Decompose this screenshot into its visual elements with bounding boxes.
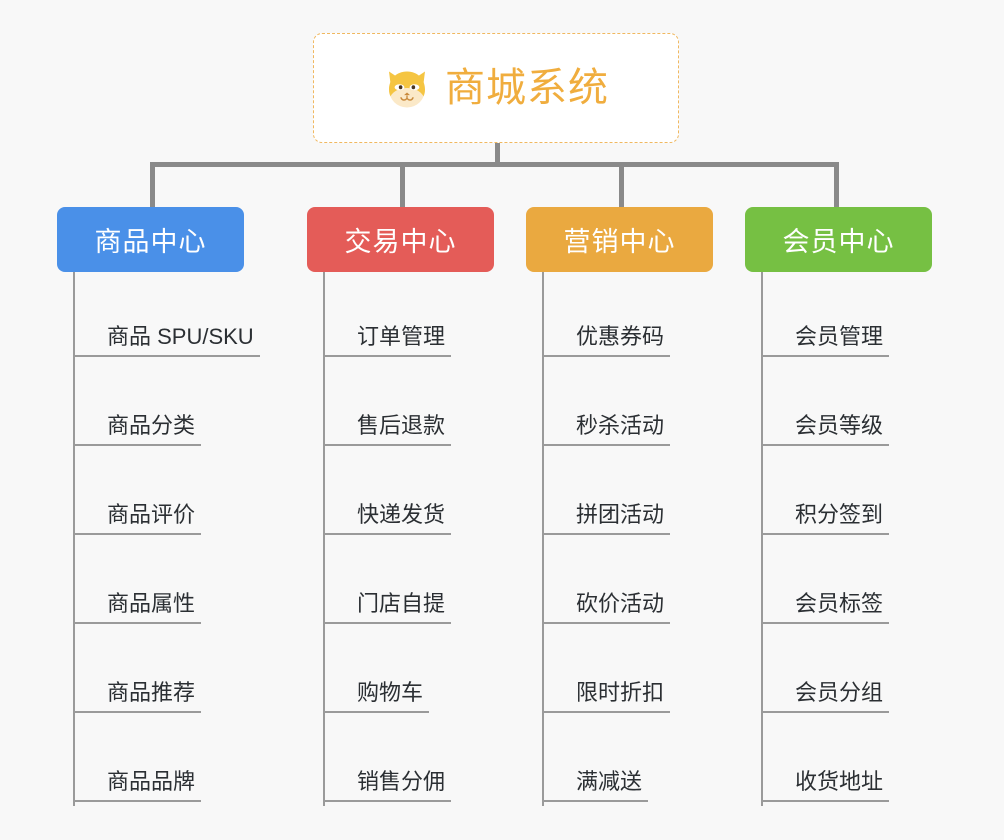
leaf-item[interactable]: 会员分组: [761, 628, 991, 717]
leaf-label: 会员等级: [763, 413, 890, 446]
leaf-item[interactable]: 商品分类: [73, 361, 303, 450]
category-label-3: 营销中心: [563, 227, 676, 257]
leaf-label: 订单管理: [325, 324, 452, 357]
leaf-label: 门店自提: [325, 591, 452, 624]
connector-drop-3: [619, 162, 624, 207]
leaf-label: 会员标签: [763, 591, 890, 624]
leaf-item[interactable]: 秒杀活动: [542, 361, 772, 450]
leaf-label: 商品品牌: [75, 769, 202, 802]
leaf-item[interactable]: 积分签到: [761, 450, 991, 539]
leaf-item[interactable]: 限时折扣: [542, 628, 772, 717]
leaf-item[interactable]: 会员标签: [761, 539, 991, 628]
leaf-item[interactable]: 购物车: [323, 628, 553, 717]
leaf-item[interactable]: 优惠券码: [542, 272, 772, 361]
leaf-label: 商品推荐: [75, 680, 202, 713]
leaf-label: 商品 SPU/SKU: [75, 324, 260, 357]
connector-root-stem: [495, 143, 500, 165]
leaf-column-1: 商品 SPU/SKU 商品分类 商品评价 商品属性 商品推荐 商品品牌: [73, 272, 303, 806]
connector-drop-4: [834, 162, 839, 207]
leaf-item[interactable]: 门店自提: [323, 539, 553, 628]
shiba-dog-face-icon: [389, 71, 425, 108]
leaf-item[interactable]: 会员管理: [761, 272, 991, 361]
leaf-item[interactable]: 满减送: [542, 717, 772, 806]
connector-horizontal-bus: [150, 162, 839, 167]
leaf-item[interactable]: 拼团活动: [542, 450, 772, 539]
leaf-label: 会员管理: [763, 324, 890, 357]
leaf-item[interactable]: 订单管理: [323, 272, 553, 361]
leaf-item[interactable]: 售后退款: [323, 361, 553, 450]
leaf-column-4: 会员管理 会员等级 积分签到 会员标签 会员分组 收货地址: [761, 272, 991, 806]
leaf-item[interactable]: 快递发货: [323, 450, 553, 539]
leaf-label: 收货地址: [763, 769, 890, 802]
leaf-label: 满减送: [544, 769, 649, 802]
leaf-label: 会员分组: [763, 680, 890, 713]
leaf-label: 砍价活动: [544, 591, 671, 624]
leaf-column-2: 订单管理 售后退款 快递发货 门店自提 购物车 销售分佣: [323, 272, 553, 806]
leaf-label: 销售分佣: [325, 769, 452, 802]
connector-drop-2: [400, 162, 405, 207]
leaf-item[interactable]: 砍价活动: [542, 539, 772, 628]
leaf-label: 商品属性: [75, 591, 202, 624]
leaf-item[interactable]: 商品推荐: [73, 628, 303, 717]
leaf-label: 优惠券码: [544, 324, 671, 357]
leaf-item[interactable]: 商品评价: [73, 450, 303, 539]
leaf-item[interactable]: 销售分佣: [323, 717, 553, 806]
category-header-2[interactable]: 交易中心: [307, 207, 494, 272]
root-node-商城系统[interactable]: 商城系统: [313, 33, 679, 143]
category-label-4: 会员中心: [782, 227, 895, 257]
leaf-column-3: 优惠券码 秒杀活动 拼团活动 砍价活动 限时折扣 满减送: [542, 272, 772, 806]
leaf-item[interactable]: 商品属性: [73, 539, 303, 628]
category-header-4[interactable]: 会员中心: [745, 207, 932, 272]
leaf-label: 快递发货: [325, 502, 452, 535]
category-header-3[interactable]: 营销中心: [526, 207, 713, 272]
leaf-label: 秒杀活动: [544, 413, 671, 446]
leaf-label: 售后退款: [325, 413, 452, 446]
leaf-label: 限时折扣: [544, 680, 671, 713]
category-header-1[interactable]: 商品中心: [57, 207, 244, 272]
leaf-label: 商品评价: [75, 502, 202, 535]
category-label-2: 交易中心: [344, 227, 457, 257]
leaf-item[interactable]: 商品品牌: [73, 717, 303, 806]
category-label-1: 商品中心: [94, 227, 207, 257]
leaf-label: 拼团活动: [544, 502, 671, 535]
leaf-item[interactable]: 商品 SPU/SKU: [73, 272, 303, 361]
leaf-item[interactable]: 会员等级: [761, 361, 991, 450]
leaf-label: 购物车: [325, 680, 430, 713]
root-title: 商城系统: [445, 66, 609, 110]
connector-drop-1: [150, 162, 155, 207]
leaf-label: 商品分类: [75, 413, 202, 446]
leaf-item[interactable]: 收货地址: [761, 717, 991, 806]
leaf-label: 积分签到: [763, 502, 890, 535]
